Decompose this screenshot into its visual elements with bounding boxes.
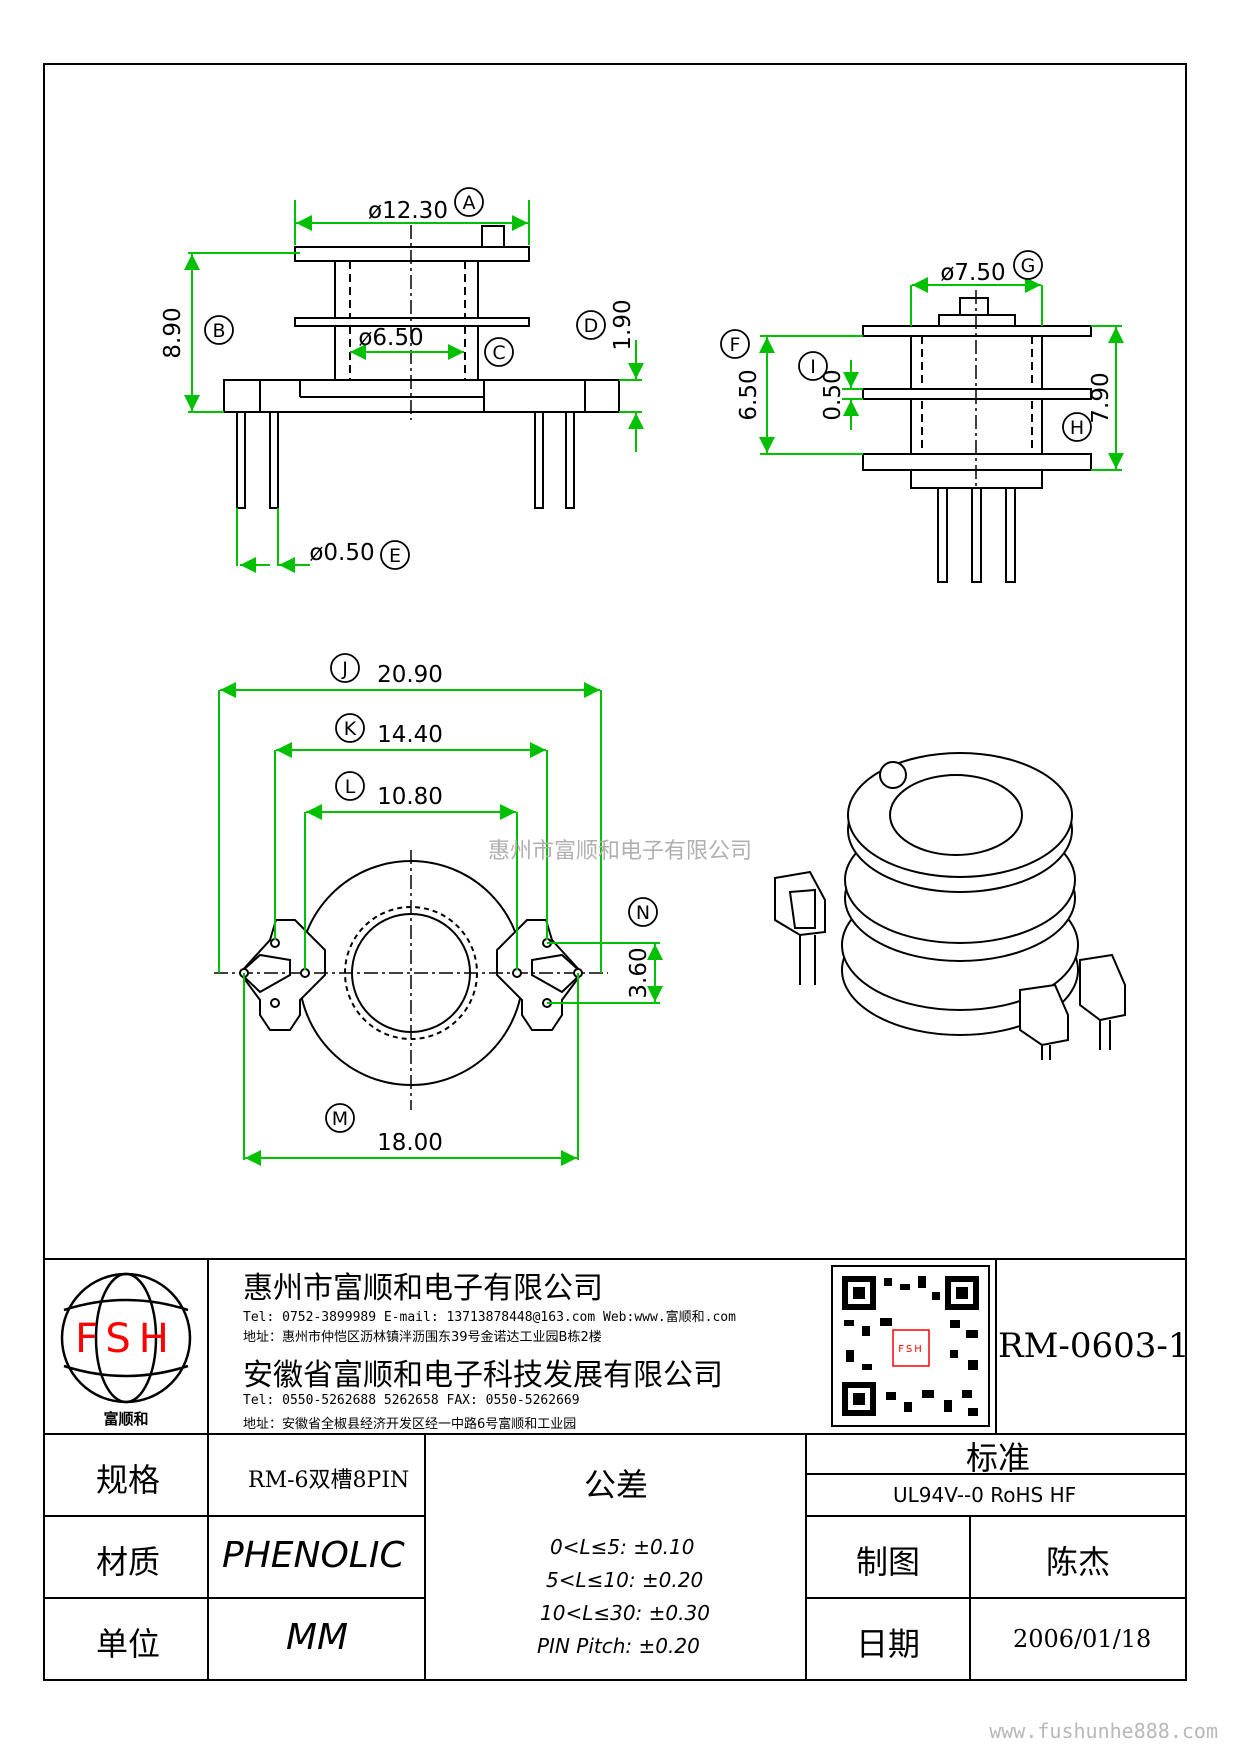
drawn-value: 陈杰 — [1046, 1543, 1111, 1581]
standard-value: UL94V--0 RoHS HF — [893, 1483, 1077, 1507]
callout-c: C — [492, 342, 505, 364]
date-value: 2006/01/18 — [1013, 1625, 1152, 1653]
dim-i-value: 0.50 — [820, 369, 846, 420]
company2-name: 安徽省富顺和电子科技发展有限公司 — [243, 1358, 723, 1393]
dim-e-value: ø0.50 — [309, 540, 374, 566]
material-label: 材质 — [96, 1543, 161, 1581]
dim-g-value: ø7.50 — [940, 260, 1005, 286]
front-view-dimensions — [184, 200, 644, 573]
callout-i: I — [810, 356, 816, 378]
company1-name: 惠州市富顺和电子有限公司 — [243, 1271, 603, 1306]
front-view — [223, 225, 620, 509]
part-number: RM-0603-1 — [998, 1326, 1190, 1366]
company2-contact: Tel: 0550-5262688 5262658 FAX: 0550-5262… — [243, 1393, 580, 1408]
callout-a: A — [463, 192, 476, 214]
company1-address: 地址：惠州市仲恺区沥林镇泮沥围东39号金诺达工业园B栋2楼 — [243, 1330, 602, 1345]
dim-h-value: 7.90 — [1088, 372, 1114, 423]
isometric-view — [774, 752, 1126, 1060]
side-view — [862, 290, 1092, 583]
qr-code — [831, 1265, 990, 1427]
callout-m: M — [332, 1108, 348, 1130]
callout-n: N — [636, 902, 650, 924]
footer-url: www.fushunhe888.com — [989, 1719, 1218, 1743]
spec-label: 规格 — [96, 1461, 161, 1499]
company2-address: 地址：安徽省全椒县经济开发区经一中路6号富顺和工业园 — [243, 1417, 577, 1432]
fsh-logo — [60, 1272, 192, 1404]
tolerance-label: 公差 — [584, 1466, 649, 1504]
callout-b: B — [212, 320, 225, 342]
dim-m-value: 18.00 — [377, 1130, 443, 1156]
callout-j: J — [341, 658, 348, 680]
bottom-view-dimensions — [218, 682, 663, 1166]
watermark: 惠州市富顺和电子有限公司 — [488, 839, 752, 864]
tolerance-3: PIN Pitch: ±0.20 — [537, 1634, 700, 1658]
dim-n-value: 3.60 — [626, 947, 652, 998]
tolerance-2: 10<L≤30: ±0.30 — [540, 1601, 710, 1625]
dim-b-value: 8.90 — [160, 307, 186, 358]
callout-l: L — [345, 776, 356, 798]
callout-k: K — [344, 718, 357, 740]
side-view-dimensions — [759, 277, 1124, 471]
logo-caption: 富顺和 — [103, 1410, 148, 1428]
drawing-frame — [43, 63, 1187, 1681]
tolerance-1: 5<L≤10: ±0.20 — [546, 1568, 704, 1592]
dim-j-value: 20.90 — [377, 662, 443, 688]
dim-a-value: ø12.30 — [368, 198, 448, 224]
spec-value: RM-6双槽8PIN — [248, 1468, 410, 1493]
callout-d: D — [584, 315, 599, 337]
standard-label: 标准 — [966, 1439, 1031, 1477]
date-label: 日期 — [856, 1625, 921, 1663]
callout-h: H — [1070, 417, 1084, 439]
tolerance-0: 0<L≤5: ±0.10 — [550, 1535, 695, 1559]
unit-label: 单位 — [96, 1625, 161, 1663]
callout-letter-texts: A B C D E G F I H J K L M N — [212, 192, 1084, 1130]
qr-caption: FSH — [898, 1344, 923, 1355]
unit-value: MM — [286, 1617, 349, 1658]
callout-f: F — [730, 334, 741, 356]
drawn-label: 制图 — [856, 1543, 921, 1581]
callout-letters — [204, 187, 1092, 1133]
company1-contact: Tel: 0752-3899989 E-mail: 13713878448@16… — [243, 1310, 736, 1325]
bottom-view — [214, 850, 608, 1110]
material-value: PHENOLIC — [222, 1535, 405, 1576]
callout-g: G — [1021, 255, 1036, 277]
title-block-grid — [44, 1258, 1186, 1680]
dim-k-value: 14.40 — [377, 722, 443, 748]
callout-e: E — [389, 545, 401, 567]
dim-d-value: 1.90 — [610, 299, 636, 350]
logo-text: FSH — [75, 1316, 177, 1362]
dim-l-value: 10.80 — [377, 784, 443, 810]
dim-c-value: ø6.50 — [358, 325, 423, 351]
dimension-texts: ø12.30 8.90 ø6.50 1.90 ø0.50 ø7.50 6.50 … — [160, 198, 1114, 1156]
dim-f-value: 6.50 — [736, 369, 762, 420]
